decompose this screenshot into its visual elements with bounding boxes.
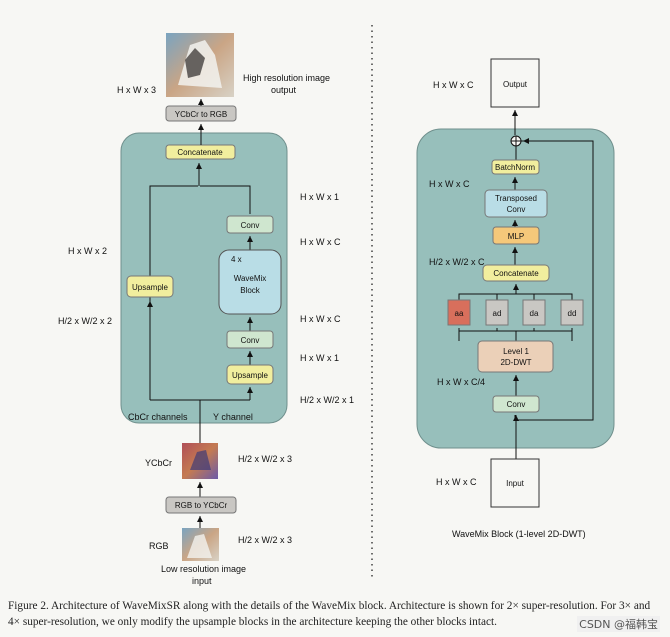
rgb-to-ycbcr-label: RGB to YCbCr [175,501,228,510]
subband-da [522,299,546,326]
mlp-label: MLP [508,232,524,241]
conv-bottom-label: Conv [241,336,260,345]
dims-left-input: H/2 x W/2 x 2 [58,316,112,326]
mlp-dims: H/2 x W/2 x C [429,257,485,267]
dims-after-conv-top: H x W x C [300,237,341,247]
output-box-dims: H x W x C [433,80,474,90]
left-upsample-box [126,275,174,298]
transposed-conv-line2: Conv [507,205,526,214]
subband-ad [485,299,509,326]
output-box-label: Output [503,80,528,89]
mlp-box [492,226,540,245]
subband-ad-label: ad [493,309,502,318]
input-label-line2: input [192,576,212,586]
wavemix-block-title: WaveMix Block (1-level 2D-DWT) [452,529,586,539]
transposed-conv-line1: Transposed [495,194,537,203]
dims-after-wavemix: H x W x C [300,314,341,324]
batchnorm-label: BatchNorm [495,163,535,172]
wavemix-multiplier: 4 x [231,255,242,264]
wavemix-line2: Block [240,286,261,295]
conv-bottom-box [226,330,274,349]
right-conv-label: Conv [507,400,526,409]
output-box [490,58,540,108]
right-concatenate-label: Concatenate [493,269,539,278]
dwt-line2: 2D-DWT [500,358,531,367]
ycbcr-label: YCbCr [145,458,172,468]
transposed-conv-box [484,189,548,218]
output-label-line1: High resolution image [243,73,330,83]
right-conv-box [492,395,540,413]
subband-aa-label: aa [455,309,464,318]
output-label-line2: output [271,85,297,95]
dwt-box [477,340,554,373]
subband-da-label: da [530,309,539,318]
subband-dd [560,299,584,326]
subband-dd-label: dd [568,309,577,318]
left-panel [120,132,288,424]
right-upsample-label: Upsample [232,371,269,380]
input-box-dims: H x W x C [436,477,477,487]
dims-left-upsample: H x W x 2 [68,246,107,256]
left-concatenate-label: Concatenate [177,148,223,157]
rgb-label: RGB [149,541,169,551]
dims-y-input: H/2 x W/2 x 1 [300,395,354,405]
batchnorm-box [491,159,540,175]
rgb-dims: H/2 x W/2 x 3 [238,535,292,545]
watermark: CSDN @福韩宝 [577,616,660,632]
right-upsample-box [226,364,274,385]
conv-top-box [226,215,274,234]
input-box-label: Input [506,479,525,488]
figure-caption: Figure 2. Architecture of WaveMixSR alon… [8,600,651,628]
ycbcr-to-rgb-label: YCbCr to RGB [175,110,227,119]
dwt-dims: H x W x C/4 [437,377,485,387]
ycbcr-dims: H/2 x W/2 x 3 [238,454,292,464]
output-dims: H x W x 3 [117,85,156,95]
subband-aa [447,299,471,326]
right-concatenate-box [482,264,550,282]
dims-after-concat: H x W x 1 [300,192,339,202]
batchnorm-dims: H x W x C [429,179,470,189]
dims-after-upsample: H x W x 1 [300,353,339,363]
input-label-line1: Low resolution image [161,564,246,574]
wavemix-line1: WaveMix [234,274,267,283]
cbcr-channels-label: CbCr channels [128,412,188,422]
rgb-to-ycbcr-box [165,496,237,514]
conv-top-label: Conv [241,221,260,230]
input-box [490,458,540,508]
y-channel-label: Y channel [213,412,253,422]
dwt-line1: Level 1 [503,347,529,356]
left-upsample-label: Upsample [132,283,169,292]
wavemix-block-box [218,249,282,315]
